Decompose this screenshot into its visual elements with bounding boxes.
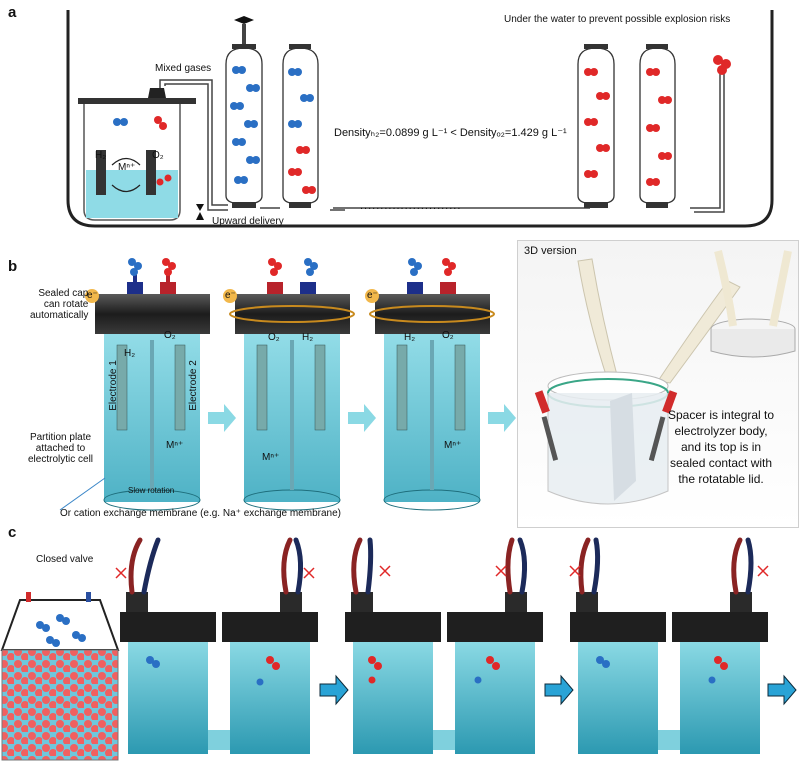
ion-label-a: Mⁿ⁺: [118, 162, 136, 173]
panel-c-letter: c: [8, 524, 17, 541]
o2-cell3: O₂: [442, 330, 454, 341]
density-comparison: Densityₕ₂=0.0899 g L⁻¹ < Densityₒ₂=1.429…: [334, 127, 567, 139]
under-water-note: Under the water to prevent possible expl…: [504, 14, 731, 25]
membrane-note: Or cation exchange membrane (e.g. Na⁺ ex…: [60, 508, 341, 519]
3d-version-panel: 3D version Spacer is integral to electro…: [517, 240, 799, 528]
electron-1: e⁻: [87, 290, 98, 301]
panel-b-letter: b: [8, 258, 18, 275]
h2-cell1: H₂: [124, 348, 136, 359]
slow-rotation-label: Slow rotation: [128, 486, 175, 495]
spacer-note: Spacer is integral to electrolyzer body,…: [668, 408, 775, 486]
electron-3: e⁻: [367, 290, 378, 301]
closed-valve-label: Closed valve: [36, 554, 94, 565]
3d-version-title: 3D version: [524, 245, 577, 257]
ellipsis-dots: .........................: [360, 200, 462, 212]
h2-cell3: H₂: [404, 332, 416, 343]
sealed-cap-note: Sealed cap can rotate automatically: [30, 288, 89, 321]
electron-2: e⁻: [225, 290, 236, 301]
3d-cell-drawing: [534, 250, 796, 505]
o2-cell2: O₂: [268, 332, 280, 343]
ion-cell1: Mⁿ⁺: [166, 440, 184, 451]
ion-cell2: Mⁿ⁺: [262, 452, 280, 463]
o2-label-a: O₂: [152, 150, 164, 161]
upward-delivery-label: Upward delivery: [212, 216, 284, 227]
partition-note: Partition plate attached to electrolytic…: [28, 432, 94, 465]
h2-cell2: H₂: [302, 332, 314, 343]
h2-label-a: H₂: [95, 150, 107, 161]
panel-a-letter: a: [8, 4, 17, 21]
ion-cell3: Mⁿ⁺: [444, 440, 462, 451]
mixed-gases-label: Mixed gases: [155, 63, 212, 74]
o2-cell1: O₂: [164, 330, 176, 341]
